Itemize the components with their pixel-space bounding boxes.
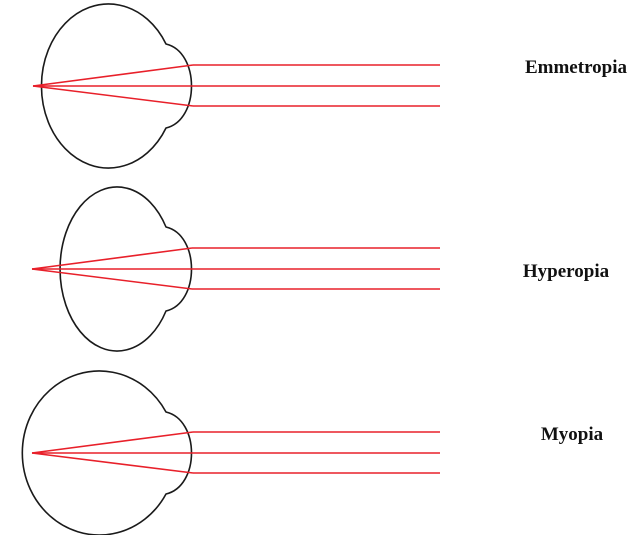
myopia-eye-outline [21, 370, 193, 535]
myopia-ray-bottom-refracted [31, 452, 194, 474]
hyperopia-ray-top-refracted [31, 247, 193, 270]
myopia-label: Myopia [541, 424, 604, 445]
myopia-panel: Myopia [21, 370, 604, 535]
emmetropia-label: Emmetropia [525, 57, 628, 78]
emmetropia-panel: Emmetropia [32, 3, 628, 169]
emmetropia-eye-outline [40, 3, 193, 169]
hyperopia-ray-bottom-refracted [31, 268, 193, 290]
hyperopia-panel: Hyperopia [31, 186, 610, 352]
myopia-ray-top-refracted [31, 431, 194, 454]
hyperopia-label: Hyperopia [523, 261, 610, 282]
emmetropia-ray-top-refracted [32, 64, 194, 87]
hyperopia-eye-outline [59, 186, 193, 352]
emmetropia-ray-bottom-refracted [32, 85, 194, 107]
